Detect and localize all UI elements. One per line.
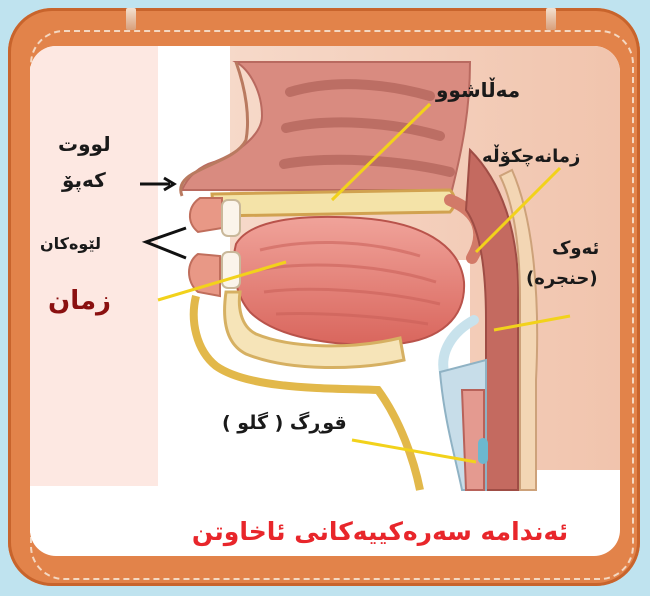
label-larynx-line1: ئەوک [552,238,599,259]
upper-lip [190,198,222,232]
vocal-cord-mark [478,438,488,464]
upper-teeth [222,200,240,236]
lower-teeth [222,252,240,288]
label-uvula: زمانەچکۆڵە [482,146,580,167]
page-title: ئەندامە سەرەکییەکانی ئاخاوتن [170,514,590,550]
label-tongue: زمان [48,286,111,316]
label-palate: مەڵاشوو [436,78,520,102]
label-larynx-line2: (حنجرە) [526,268,598,289]
frame-pin-right [546,8,556,30]
label-lips: لێوەکان [40,234,101,253]
face-shadow-area [30,46,158,486]
head-cross-section-illustration [30,46,620,556]
hard-palate [212,190,455,216]
illustration-panel [30,46,620,556]
label-nose-line2: کەپۆ [62,168,106,192]
label-throat: قوڕگ ( گلو ) [222,412,347,434]
label-nose-line1: لووت [58,132,111,156]
frame-pin-left [126,8,136,30]
